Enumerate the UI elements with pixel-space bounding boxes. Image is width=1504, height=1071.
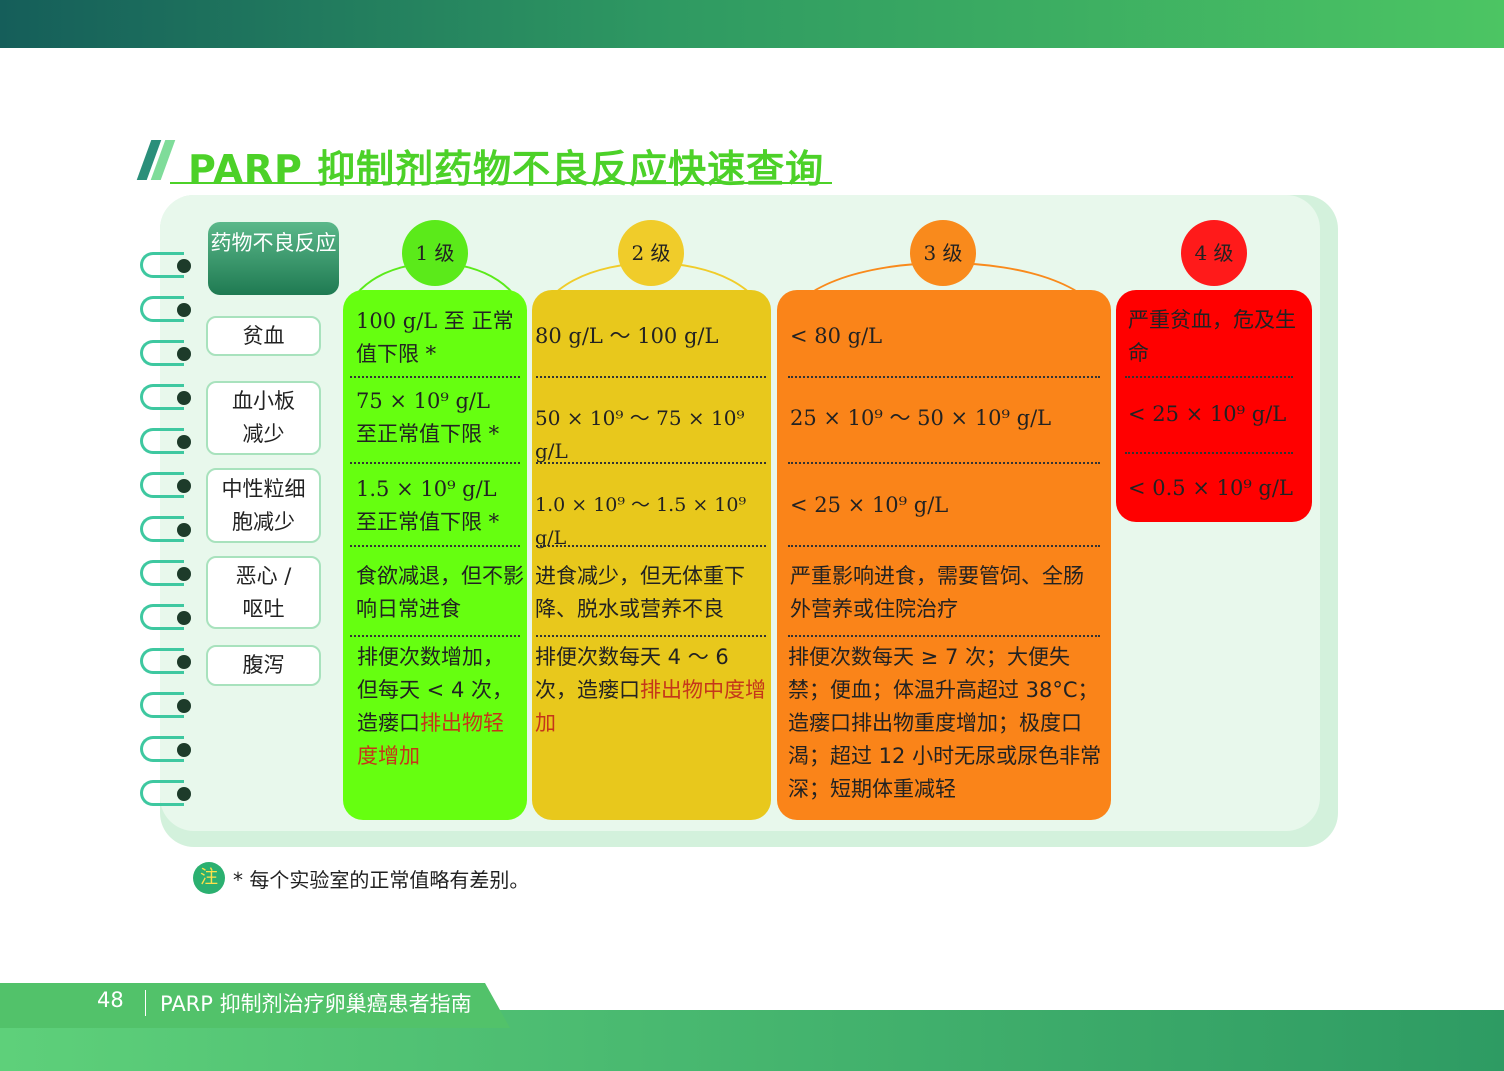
notebook-ring-icon <box>140 648 198 674</box>
row-separator <box>1125 451 1293 454</box>
notebook-ring-icon <box>140 736 198 762</box>
cell-text: 排便次数每天 4 ～ 6 次，造瘘口 <box>535 645 729 702</box>
cell-diarrhea-g1: 排便次数增加，但每天 < 4 次，造瘘口排出物轻度增加 <box>357 641 523 773</box>
row-label-anemia: 贫血 <box>206 316 321 356</box>
notebook-ring-icon <box>140 560 198 586</box>
footnote: 注 * 每个实验室的正常值略有差别。 <box>193 862 529 894</box>
page-number: 48 <box>97 988 124 1012</box>
cell-platelet-g4: < 25 × 10⁹ g/L <box>1128 402 1287 426</box>
row-separator <box>788 544 1100 547</box>
notebook-ring-icon <box>140 340 198 366</box>
row-separator <box>536 544 766 547</box>
note-text: * 每个实验室的正常值略有差别。 <box>233 867 530 892</box>
notebook-ring-icon <box>140 604 198 630</box>
cell-diarrhea-g2: 排便次数每天 4 ～ 6 次，造瘘口排出物中度增加 <box>535 641 771 740</box>
row-label-thrombocytopenia: 血小板减少 <box>206 381 321 455</box>
grade1-column <box>343 290 527 820</box>
top-banner <box>0 0 1504 48</box>
cell-neutrophil-g3: < 25 × 10⁹ g/L <box>790 493 949 517</box>
row-separator <box>350 375 520 378</box>
notebook-ring-icon <box>140 780 198 806</box>
title-underline <box>170 182 832 184</box>
footer-title: PARP 抑制剂治疗卵巢癌患者指南 <box>160 992 472 1016</box>
row-separator <box>788 461 1100 464</box>
grade3-column <box>777 290 1111 820</box>
cell-platelet-g3: 25 × 10⁹ ～ 50 × 10⁹ g/L <box>790 406 1052 430</box>
cell-diarrhea-g3: 排便次数每天 ≥ 7 次；大便失禁；便血；体温升高超过 38°C；造瘘口排出物重… <box>788 645 1102 801</box>
table-header-label: 药物不良反应 <box>208 222 339 295</box>
grade3-badge: 3 级 <box>910 220 976 286</box>
cell-platelet-g2: 50 × 10⁹ ～ 75 × 10⁹ g/L <box>535 406 745 463</box>
row-separator <box>536 634 766 637</box>
cell-anemia-g4: 严重贫血，危及生命 <box>1128 308 1296 365</box>
row-separator <box>1125 375 1293 378</box>
row-separator <box>350 544 520 547</box>
cell-nausea-g2: 进食减少，但无体重下降、脱水或营养不良 <box>535 564 745 621</box>
footer-tab <box>0 983 510 1028</box>
row-separator <box>350 634 520 637</box>
grade2-badge: 2 级 <box>618 220 684 286</box>
row-separator <box>536 375 766 378</box>
cell-anemia-g2: 80 g/L ～ 100 g/L <box>535 324 719 348</box>
cell-text: 排便次数增加，但每天 < 4 次，造瘘口 <box>357 645 513 735</box>
notebook-ring-icon <box>140 692 198 718</box>
grade2-column <box>532 290 771 820</box>
row-separator <box>536 461 766 464</box>
cell-platelet-g1: 75 × 10⁹ g/L 至正常值下限 * <box>356 389 500 446</box>
row-label-nausea: 恶心 / 呕吐 <box>206 556 321 629</box>
notebook-ring-icon <box>140 384 198 410</box>
highlight-text: 排出物中度增加 <box>535 678 766 735</box>
notebook-ring-icon <box>140 252 198 278</box>
row-label-diarrhea: 腹泻 <box>206 645 321 686</box>
note-icon: 注 <box>193 862 225 894</box>
cell-neutrophil-g1: 1.5 × 10⁹ g/L 至正常值下限 * <box>356 477 500 534</box>
row-label-neutropenia: 中性粒细胞减少 <box>206 468 321 543</box>
highlight-text: 排出物轻度增加 <box>357 711 504 768</box>
notebook-ring-icon <box>140 296 198 322</box>
page-title: PARP 抑制剂药物不良反应快速查询 <box>188 147 825 191</box>
cell-neutrophil-g2: 1.0 × 10⁹ ～ 1.5 × 10⁹ g/L <box>535 494 747 549</box>
cell-anemia-g1: 100 g/L 至 正常值下限 * <box>356 309 514 366</box>
cell-nausea-g1: 食欲减退，但不影响日常进食 <box>356 564 524 621</box>
notebook-ring-icon <box>140 472 198 498</box>
row-separator <box>788 634 1100 637</box>
grade4-badge: 4 级 <box>1181 220 1247 286</box>
row-separator <box>350 461 520 464</box>
notebook-ring-icon <box>140 428 198 454</box>
grade1-badge: 1 级 <box>402 220 468 286</box>
notebook-ring-icon <box>140 516 198 542</box>
cell-neutrophil-g4: < 0.5 × 10⁹ g/L <box>1128 476 1293 500</box>
row-separator <box>788 375 1100 378</box>
cell-nausea-g3: 严重影响进食，需要管饲、全肠外营养或住院治疗 <box>790 564 1084 621</box>
footer-divider <box>145 990 146 1016</box>
grade4-column <box>1116 290 1312 522</box>
cell-anemia-g3: < 80 g/L <box>790 324 883 348</box>
